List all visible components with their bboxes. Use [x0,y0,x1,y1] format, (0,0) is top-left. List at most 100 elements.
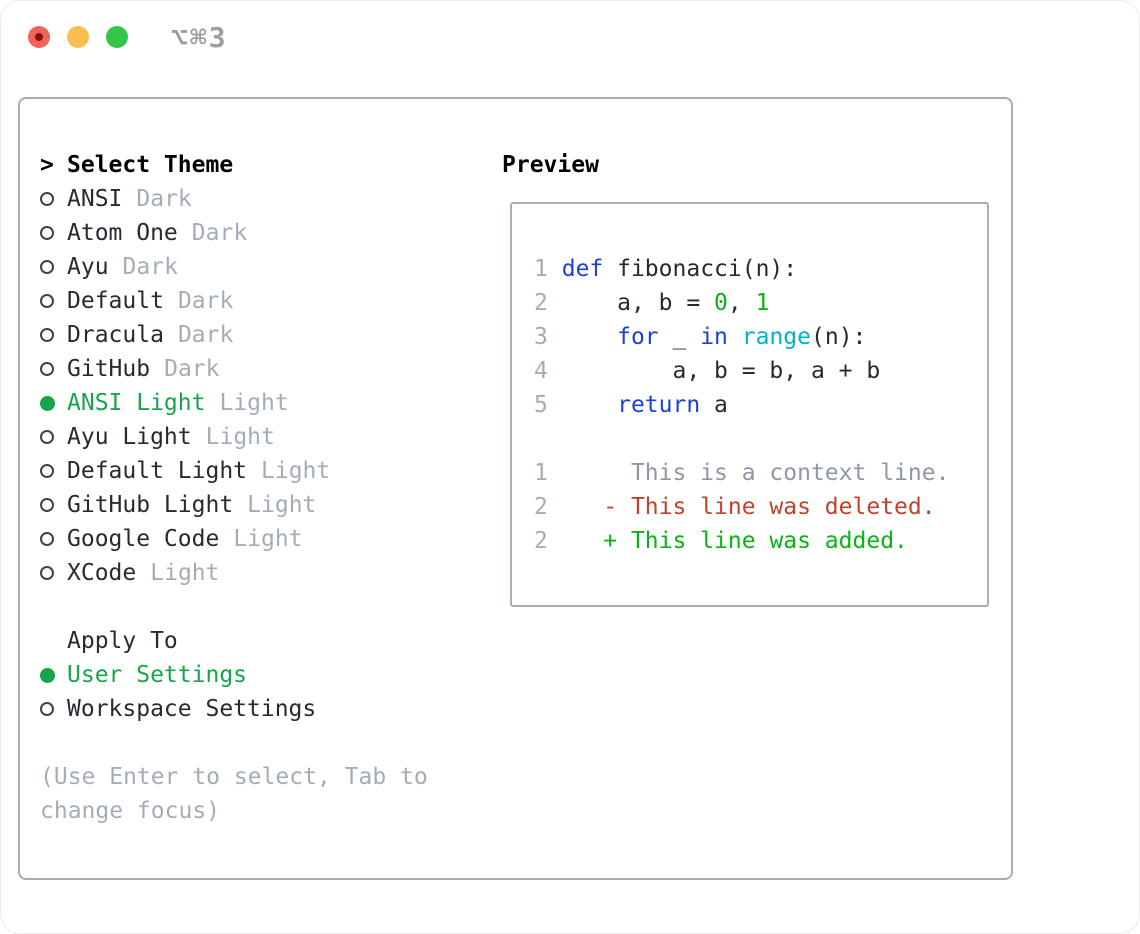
focus-cursor-icon: > [40,152,54,178]
theme-name: GitHub Light [67,492,234,518]
theme-option-xcode[interactable]: XCode Light [40,556,428,590]
radio-selected-icon [40,667,67,683]
apply-option-label: User Settings [67,662,248,688]
code-segment: return [617,392,701,418]
radio-unselected-icon [40,192,67,206]
theme-name: Ayu Light [67,424,192,450]
line-number: 3 [534,324,548,350]
theme-name: Dracula [67,322,164,348]
theme-name: Default Light [67,458,248,484]
spacer [40,590,428,624]
code-line: 4 a, b = b, a + b [534,354,987,388]
line-number: 2 [534,494,548,520]
theme-option-default-light[interactable]: Default Light Light [40,454,428,488]
code-line: 1 def fibonacci(n): [534,252,987,286]
code-segment: _ [658,324,701,350]
code-line: 5 return a [534,388,987,422]
theme-name: Default [67,288,164,314]
line-number: 2 [534,290,548,316]
theme-name: GitHub [67,356,151,382]
line-number: 2 [534,528,548,554]
theme-variant-tag: Light [150,560,220,586]
keyboard-hint: (Use Enter to select, Tab to change focu… [40,760,428,828]
window-titlebar: ⌥⌘3 [0,0,1140,74]
radio-unselected-icon [40,328,67,342]
radio-unselected-icon [40,260,67,274]
code-segment: fibonacci(n): [603,256,798,282]
theme-variant-tag: Dark [136,186,192,212]
code-segment: 0 [714,290,728,316]
code-segment: def [561,256,604,282]
code-segment: 1 [755,290,770,316]
apply-option-user-settings[interactable]: User Settings [40,658,428,692]
radio-unselected-icon [40,362,67,376]
theme-option-default[interactable]: Default Dark [40,284,428,318]
theme-option-google-code[interactable]: Google Code Light [40,522,428,556]
code-line: 1 This is a context line. [534,456,987,490]
code-segment: a, b = [547,290,715,316]
select-theme-header-row: > Select Theme [40,148,428,182]
radio-unselected-icon [40,702,67,716]
code-segment: This is a context line. [547,460,950,486]
hint-line-2: change focus) [40,798,221,824]
theme-variant-tag: Dark [191,220,248,246]
theme-name: Atom One [67,220,178,246]
code-segment: for [617,324,659,350]
radio-selected-icon [40,395,67,411]
code-segment: (n): [811,324,867,350]
theme-variant-tag: Dark [177,288,234,314]
minimize-button[interactable] [67,26,89,48]
code-segment: a, b = b, a + b [547,358,881,384]
theme-name: ANSI Light [67,390,206,416]
code-segment [548,320,617,354]
theme-variant-tag: Light [233,526,303,552]
code-segment: + This line was added. [547,528,908,554]
code-line: 2 + This line was added. [534,524,987,558]
theme-option-github[interactable]: GitHub Dark [40,352,428,386]
line-number: 1 [534,460,548,486]
theme-variant-tag: Light [247,492,317,518]
code-segment: a [700,392,728,418]
code-segment [548,388,617,422]
code-line: 2 a, b = 0, 1 [534,286,987,320]
theme-variant-tag: Dark [164,356,220,382]
apply-option-label: Workspace Settings [67,696,317,722]
code-line [534,422,987,456]
theme-name: Ayu [67,254,109,280]
line-number: 1 [534,256,548,282]
theme-variant-tag: Light [205,424,275,450]
radio-unselected-icon [40,226,67,240]
code-segment: in [700,324,728,350]
theme-option-atom-one[interactable]: Atom One Dark [40,216,428,250]
window-title: ⌥⌘3 [171,20,228,54]
radio-unselected-icon [40,498,67,512]
radio-unselected-icon [40,566,67,580]
theme-variant-tag: Light [261,458,331,484]
theme-option-github-light[interactable]: GitHub Light Light [40,488,428,522]
code-segment [728,320,742,354]
close-button[interactable] [28,26,50,48]
theme-option-ayu-light[interactable]: Ayu Light Light [40,420,428,454]
preview-header: Preview [502,152,599,178]
radio-unselected-icon [40,532,67,546]
zoom-button[interactable] [106,26,128,48]
apply-option-workspace-settings[interactable]: Workspace Settings [40,692,428,726]
apply-to-header: Apply To [67,628,178,654]
code-segment: range [741,324,812,350]
code-line: 3 for _ in range(n): [534,320,987,354]
line-number: 4 [534,358,548,384]
radio-unselected-icon [40,464,67,478]
theme-name: XCode [67,560,137,586]
theme-name: Google Code [67,526,220,552]
